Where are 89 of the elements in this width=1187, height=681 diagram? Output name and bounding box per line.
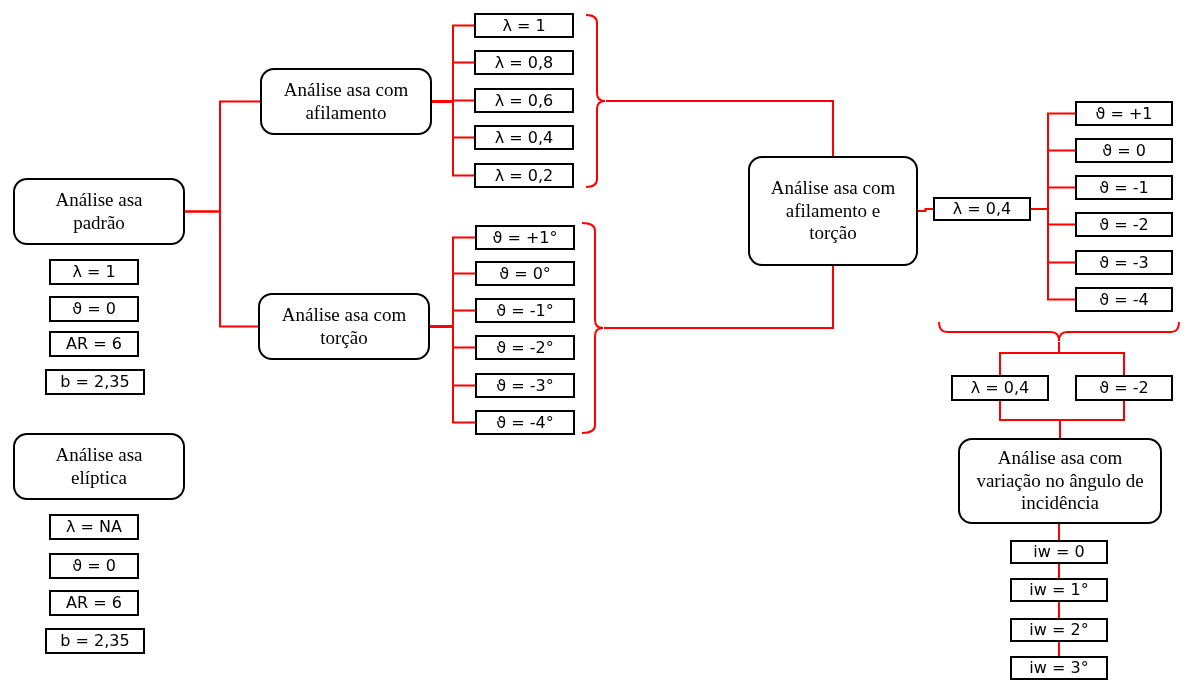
parameter-box [1075,101,1173,126]
parameter-box [933,197,1031,221]
parameter-box [475,373,575,398]
node-label: Análise asa com afilamento e torção [770,176,896,246]
parameter-box [1075,175,1173,200]
parameter-box [1010,540,1108,564]
process-box [260,68,432,135]
process-box [13,178,185,245]
connector-line [1059,400,1125,439]
parameter-box [1010,618,1108,642]
parameter-label: ϑ = 0 [1102,141,1146,160]
curly-brace [938,322,1180,342]
parameter-label: ϑ = -3° [496,376,554,395]
process-box [13,433,185,500]
parameter-box [1075,138,1173,163]
parameter-label: ϑ = +1 [1095,104,1153,123]
parameter-label: ϑ = -4° [496,413,554,432]
parameter-label: λ = 1 [72,263,116,281]
parameter-box [49,259,139,285]
connector-line [1058,563,1060,579]
parameter-label: ϑ = -1 [1099,178,1149,197]
parameter-box [49,514,139,540]
parameter-label: iw = 2° [1029,621,1089,639]
parameter-box [1075,287,1173,312]
node-label: Análise asa com torção [280,303,408,350]
parameter-label: iw = 3° [1029,659,1089,677]
connector-line [917,208,934,212]
parameter-box [474,125,574,150]
parameter-label: ϑ = 0 [72,557,116,575]
parameter-label: ϑ = +1° [492,228,558,247]
parameter-box [1075,375,1173,401]
parameter-label: ϑ = -3 [1099,253,1149,272]
parameter-label: b = 2,35 [60,373,130,391]
parameter-box [475,410,575,435]
parameter-label: ϑ = 0° [499,264,551,283]
connector-line [184,210,259,328]
connector-line [1058,601,1060,619]
parameter-label: λ = 1 [502,16,546,35]
process-box [258,293,430,360]
parameter-box [49,296,139,322]
parameter-box [474,13,574,38]
curly-brace [586,14,606,188]
parameter-box [951,375,1049,401]
connector-line [603,265,834,329]
connector-line [605,100,834,157]
parameter-box [1075,250,1173,275]
parameter-label: iw = 1° [1029,581,1089,599]
parameter-label: λ = 0,4 [970,379,1030,397]
connector-line [1058,641,1060,657]
parameter-label: ϑ = -4 [1099,290,1149,309]
parameter-label: λ = NA [66,518,122,536]
node-label: Análise asa com afilamento [282,78,410,125]
parameter-box [45,628,145,654]
parameter-label: ϑ = -2 [1099,379,1149,397]
parameter-box [49,331,139,357]
parameter-label: ϑ = -1° [496,301,554,320]
curly-brace [582,222,604,434]
parameter-box [1010,656,1108,680]
parameter-box [475,335,575,360]
parameter-label: b = 2,35 [60,632,130,650]
parameter-box [475,298,575,323]
parameter-label: ϑ = 0 [72,300,116,318]
parameter-box [49,553,139,579]
parameter-box [1010,578,1108,602]
node-label: Análise asa padrão [54,188,144,235]
parameter-label: ϑ = -2° [496,338,554,357]
connector-line [1058,523,1060,541]
parameter-box [1075,212,1173,237]
parameter-label: λ = 0,4 [494,128,554,147]
node-label: Análise asa elíptica [54,443,144,490]
process-box [958,438,1162,524]
parameter-box [475,225,575,250]
parameter-box [474,163,574,188]
parameter-label: AR = 6 [66,594,122,612]
parameter-box [475,261,575,286]
connector-line [431,100,475,177]
parameter-label: λ = 0,6 [494,91,554,110]
parameter-box [474,88,574,113]
parameter-label: ϑ = -2 [1099,215,1149,234]
parameter-box [45,369,145,395]
parameter-label: λ = 0,2 [494,166,554,185]
parameter-label: λ = 0,8 [494,53,554,72]
process-box [748,156,918,266]
parameter-box [49,590,139,616]
parameter-label: iw = 0 [1033,543,1085,561]
node-label: Análise asa com variação no ângulo de incidência [975,446,1145,516]
parameter-box [474,50,574,75]
parameter-label: AR = 6 [66,335,122,353]
parameter-label: λ = 0,4 [952,200,1012,218]
